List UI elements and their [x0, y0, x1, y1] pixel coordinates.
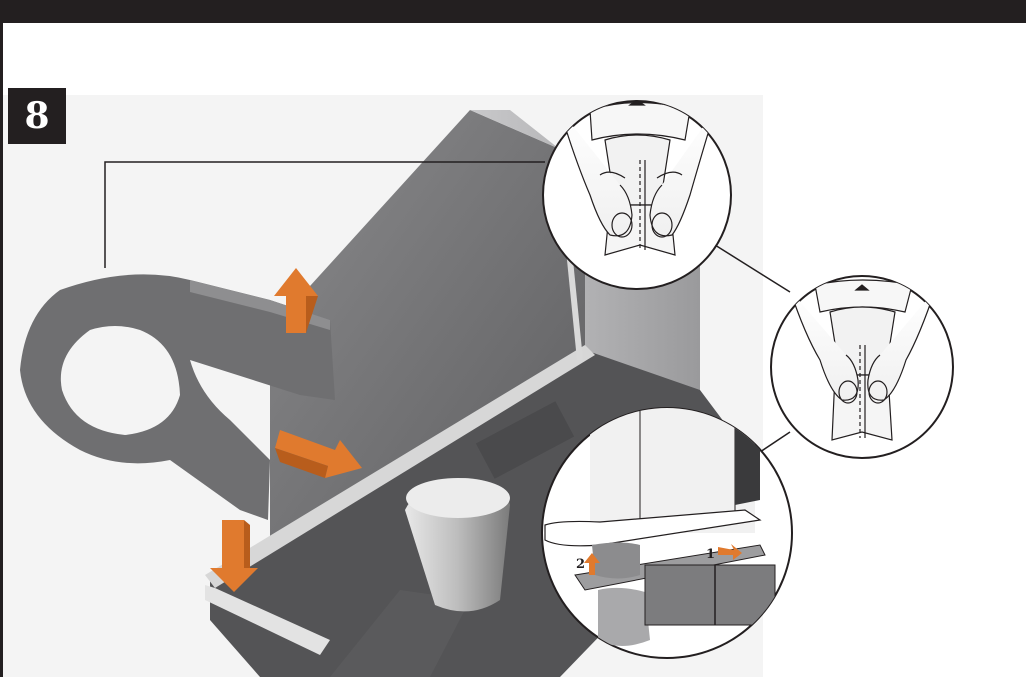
housing-front-edge: [205, 585, 330, 655]
arrow-step-1-icon: [718, 544, 742, 560]
step-number-badge: 8: [8, 88, 66, 144]
leader-line-to-detail-1: [104, 161, 545, 268]
clip-bracket: [20, 274, 335, 520]
right-arrow-icon: [275, 430, 362, 478]
left-margin-rule: [0, 23, 3, 677]
header-bar: [0, 0, 1026, 23]
housing-lip: [205, 345, 595, 588]
detail-circle-install: 2 1: [541, 407, 793, 659]
pole: [330, 590, 470, 677]
arrow-step-2-icon: [584, 553, 600, 575]
detail-circle-squeeze: [542, 100, 732, 290]
callout-label-1: 1: [706, 547, 715, 562]
up-arrow-icon: [274, 268, 318, 333]
detail-circle-closed: [770, 275, 954, 459]
down-arrow-icon: [210, 520, 258, 592]
callout-label-2: 2: [576, 557, 585, 572]
leader-line-detail-1-to-2: [714, 244, 791, 293]
main-assembly: [3, 95, 763, 677]
